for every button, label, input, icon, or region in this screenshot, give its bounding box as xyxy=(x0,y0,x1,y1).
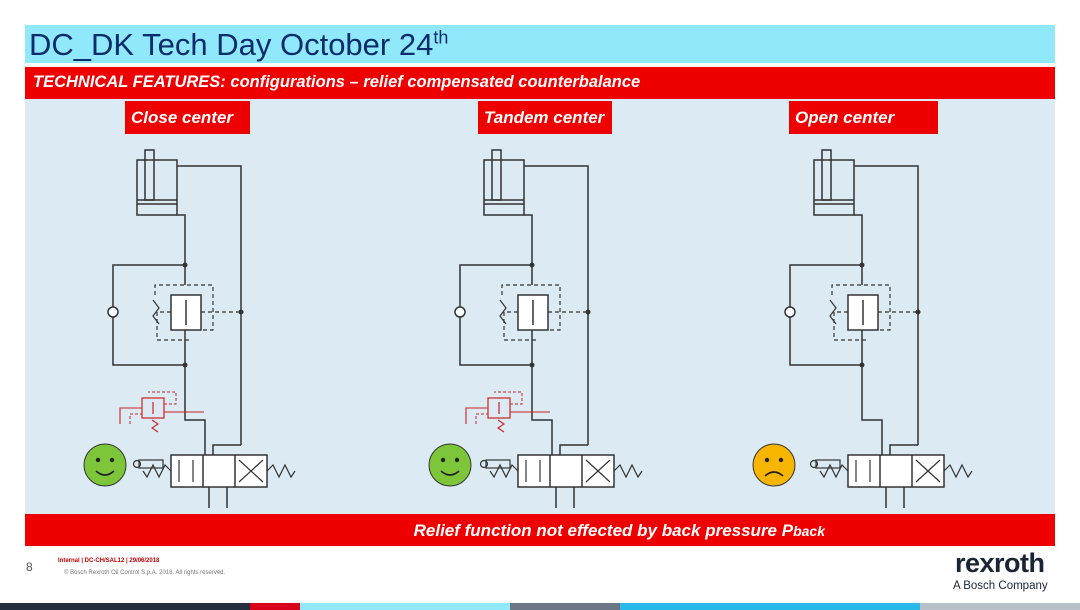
relief-valve-close xyxy=(119,391,205,433)
config-label-open-center: Open center xyxy=(789,101,938,134)
bottom-banner-text: Relief function not effected by back pre… xyxy=(413,521,825,540)
circuit-open-center xyxy=(784,149,973,509)
relief-valve-tandem xyxy=(465,391,551,433)
circuit-tandem-center xyxy=(454,149,643,509)
bottom-banner: Relief function not effected by back pre… xyxy=(25,514,1055,546)
sad-face-icon xyxy=(752,443,796,487)
circuit-close-center xyxy=(107,149,296,509)
rexroth-logo: rexroth xyxy=(955,548,1045,578)
footer-copyright: © Bosch Rexroth Oil Control S.p.A. 2018.… xyxy=(64,570,226,576)
happy-face-icon xyxy=(428,443,472,487)
brand-subtitle: A Bosch Company xyxy=(953,580,1048,592)
happy-face-icon xyxy=(83,443,127,487)
title-bar: DC_DK Tech Day October 24th xyxy=(25,25,1055,63)
slide-number: 8 xyxy=(26,560,33,574)
config-label-close-center: Close center xyxy=(125,101,250,134)
slide-title: DC_DK Tech Day October 24th xyxy=(29,27,449,62)
title-superscript: th xyxy=(433,27,449,48)
bottom-banner-subscript: back xyxy=(793,523,825,539)
config-label-tandem-center: Tandem center xyxy=(478,101,612,134)
slide-subtitle: TECHNICAL FEATURES: configurations – rel… xyxy=(33,73,641,91)
subtitle-bar: TECHNICAL FEATURES: configurations – rel… xyxy=(25,67,1055,99)
decorative-bottom-stripe xyxy=(0,603,1080,610)
footer-info: Internal | DC-CH/SAL12 | 29/06/2018 xyxy=(58,558,160,564)
